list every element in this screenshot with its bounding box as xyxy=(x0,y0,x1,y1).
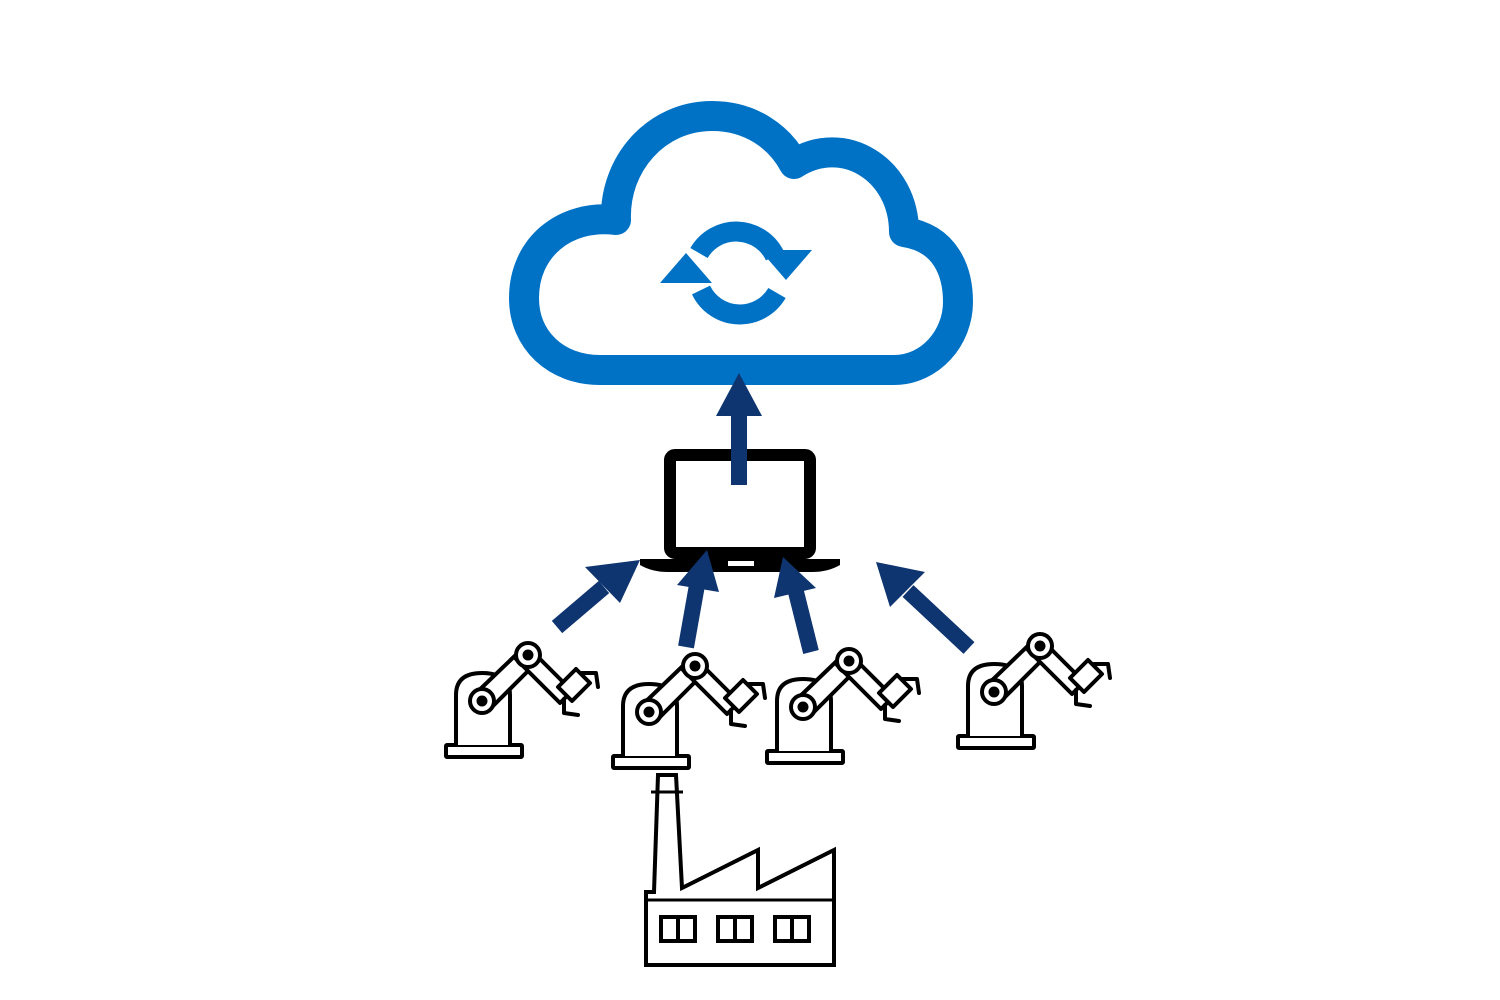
factory-icon xyxy=(644,773,836,967)
arrow-robot-4-to-laptop xyxy=(876,562,975,654)
factory-windows xyxy=(659,915,811,943)
arrow-robot-1-to-laptop xyxy=(551,560,640,634)
robot-arm-icon xyxy=(611,652,767,770)
arrows xyxy=(551,373,975,654)
robot-arm-icon xyxy=(956,632,1112,750)
cloud-sync-icon xyxy=(509,101,973,385)
arrow-robot-2-to-laptop xyxy=(677,550,719,649)
robot-arm-icon xyxy=(765,647,921,765)
robot-arm-icon xyxy=(444,641,600,759)
arrow-robot-3-to-laptop xyxy=(774,557,819,654)
cloud-outline xyxy=(509,101,973,385)
arrow-laptop-to-cloud xyxy=(716,373,762,485)
sync-arrows-icon xyxy=(660,221,812,325)
